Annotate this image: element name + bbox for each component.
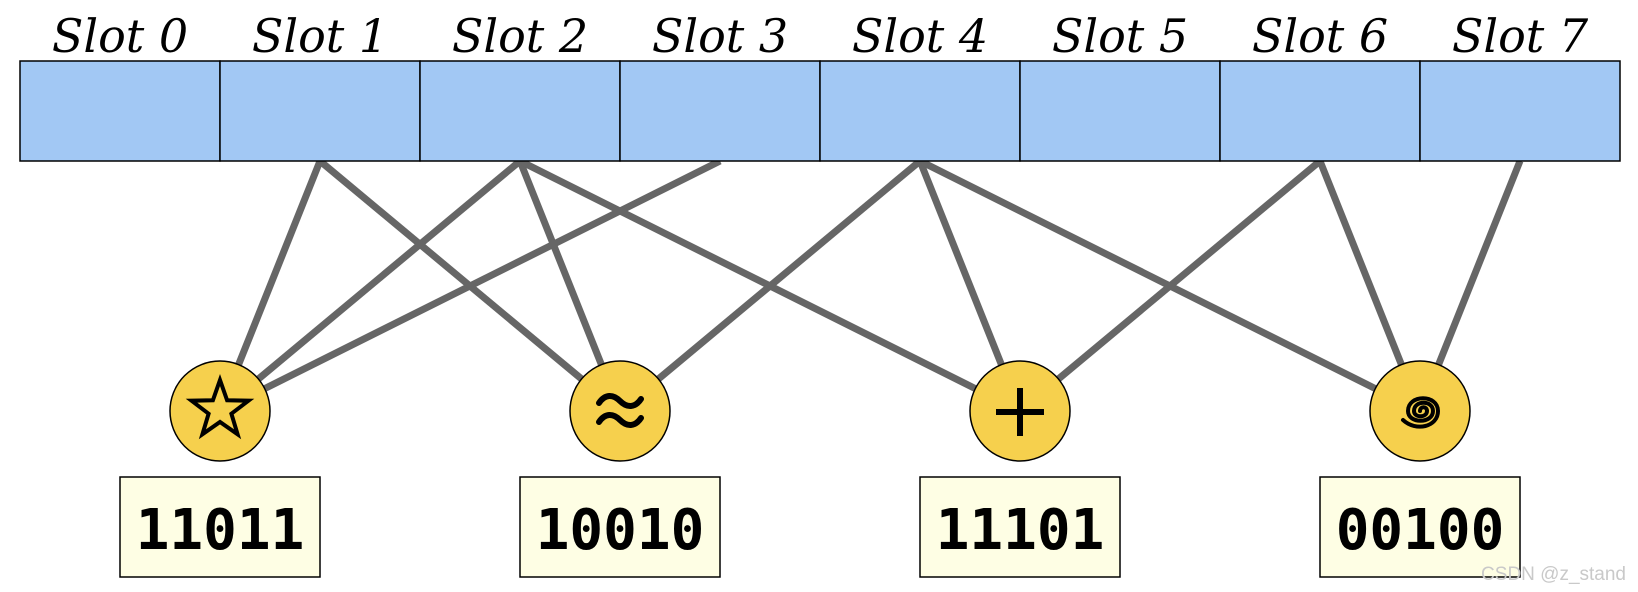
plus-icon: [996, 388, 1044, 436]
item-plus: 11101: [919, 360, 1121, 578]
slot-6-cell: [1219, 60, 1421, 162]
item-star-node: [169, 360, 271, 462]
hash-edge-item1-slot4: [656, 158, 923, 382]
hash-edge-item0-slot3: [263, 157, 722, 392]
hash-edge-item1-slot1: [317, 158, 584, 382]
hash-edge-item0-slot1: [235, 159, 324, 366]
slot-6: Slot 6: [1219, 9, 1421, 162]
slot-5: Slot 5: [1019, 9, 1221, 162]
hash-edge-item2-slot4: [916, 159, 1005, 366]
slot-row: Slot 0 Slot 1 Slot 2 Slot 3 Slot 4 Slot …: [19, 9, 1621, 162]
item-approx: 10010: [519, 360, 721, 578]
slot-3-label: Slot 3: [652, 9, 788, 63]
item-spiral: 00100: [1319, 360, 1521, 578]
hash-edge-item0-slot2: [256, 158, 523, 382]
slot-6-label: Slot 6: [1252, 9, 1388, 63]
slot-1-cell: [219, 60, 421, 162]
slot-0: Slot 0: [19, 9, 221, 162]
item-plus-bits: 11101: [936, 498, 1105, 563]
approx-icon: [596, 393, 644, 428]
hash-edge-item3-slot6: [1316, 159, 1405, 366]
hash-edge-item2-slot6: [1056, 158, 1323, 382]
slot-4-cell: [819, 60, 1021, 162]
hash-edges: [235, 157, 1524, 392]
hash-edge-item3-slot7: [1435, 159, 1524, 366]
slot-3-cell: [619, 60, 821, 162]
item-plus-bits-box: [919, 476, 1121, 578]
slot-2-cell: [419, 60, 621, 162]
slot-4-label: Slot 4: [852, 9, 988, 63]
items: 11011 10010 11101 00100: [119, 360, 1521, 578]
hash-edge-item3-slot4: [918, 157, 1377, 392]
item-approx-node: [569, 360, 671, 462]
spiral-icon: [1401, 396, 1441, 429]
star-icon: [185, 373, 255, 440]
item-spiral-bits: 00100: [1336, 498, 1505, 563]
slot-0-cell: [19, 60, 221, 162]
slot-5-label: Slot 5: [1052, 9, 1188, 63]
slot-0-label: Slot 0: [52, 9, 188, 63]
slot-5-cell: [1019, 60, 1221, 162]
slot-2-label: Slot 2: [452, 9, 588, 63]
slot-3: Slot 3: [619, 9, 821, 162]
hash-edge-item2-slot2: [518, 157, 977, 392]
slot-7: Slot 7: [1419, 9, 1621, 162]
hash-edge-item1-slot2: [516, 159, 605, 366]
slot-7-cell: [1419, 60, 1621, 162]
watermark: CSDN @z_stand: [1481, 564, 1626, 585]
slot-7-label: Slot 7: [1452, 9, 1589, 63]
slot-1-label: Slot 1: [252, 9, 388, 63]
slot-1: Slot 1: [219, 9, 421, 162]
item-spiral-bits-box: [1319, 476, 1521, 578]
slot-2: Slot 2: [419, 9, 621, 162]
item-star-bits-box: [119, 476, 321, 578]
item-star: 11011: [119, 360, 321, 578]
slot-4: Slot 4: [819, 9, 1021, 162]
item-approx-bits-box: [519, 476, 721, 578]
item-star-bits: 11011: [136, 498, 305, 563]
item-approx-bits: 10010: [536, 498, 705, 563]
